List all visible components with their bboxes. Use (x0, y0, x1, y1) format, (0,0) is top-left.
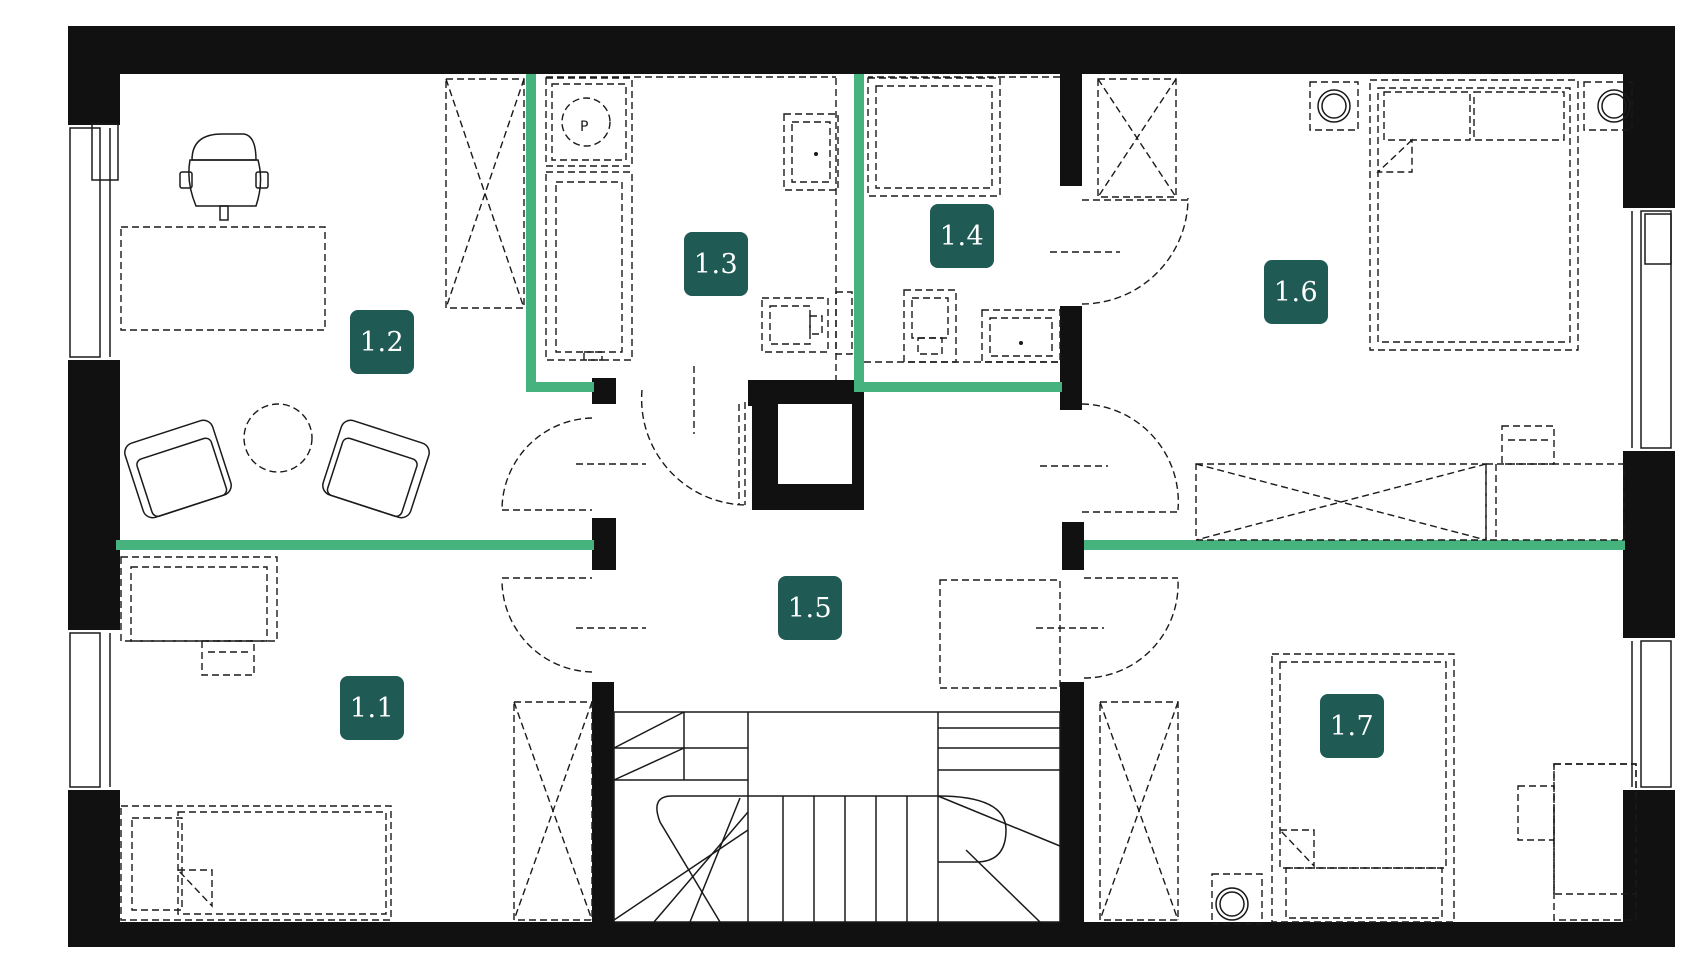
room-label-1-3: 1.3 (684, 232, 748, 296)
room-label-1-4: 1.4 (930, 204, 994, 268)
room-1-1-furniture (120, 556, 593, 921)
lamp-icon (1211, 873, 1263, 925)
windows (68, 123, 1675, 790)
partition-walls (116, 74, 1625, 550)
room-label-1-7: 1.7 (1320, 694, 1384, 758)
room-1-7-furniture (1211, 653, 1637, 925)
office-furniture (120, 78, 525, 519)
bedroom-furniture (1097, 78, 1633, 541)
lamp-icon (1309, 81, 1359, 131)
room-label-1-5: 1.5 (778, 576, 842, 640)
exterior-walls (68, 26, 1675, 947)
bathroom-fixtures: P (545, 76, 853, 380)
boiler-letter: P (580, 119, 588, 135)
office-chair-icon (179, 133, 269, 221)
staircase (613, 711, 1061, 923)
hall-furniture (939, 579, 1179, 921)
armchair-icon (322, 419, 430, 519)
room-label-1-2: 1.2 (350, 310, 414, 374)
room-label-1-1: 1.1 (340, 676, 404, 740)
wc-fixtures (864, 76, 1062, 363)
lamp-icon (1583, 81, 1633, 131)
doors (501, 197, 1189, 679)
interior-walls (592, 74, 1084, 922)
room-label-1-6: 1.6 (1264, 260, 1328, 324)
armchair-icon (124, 419, 232, 519)
